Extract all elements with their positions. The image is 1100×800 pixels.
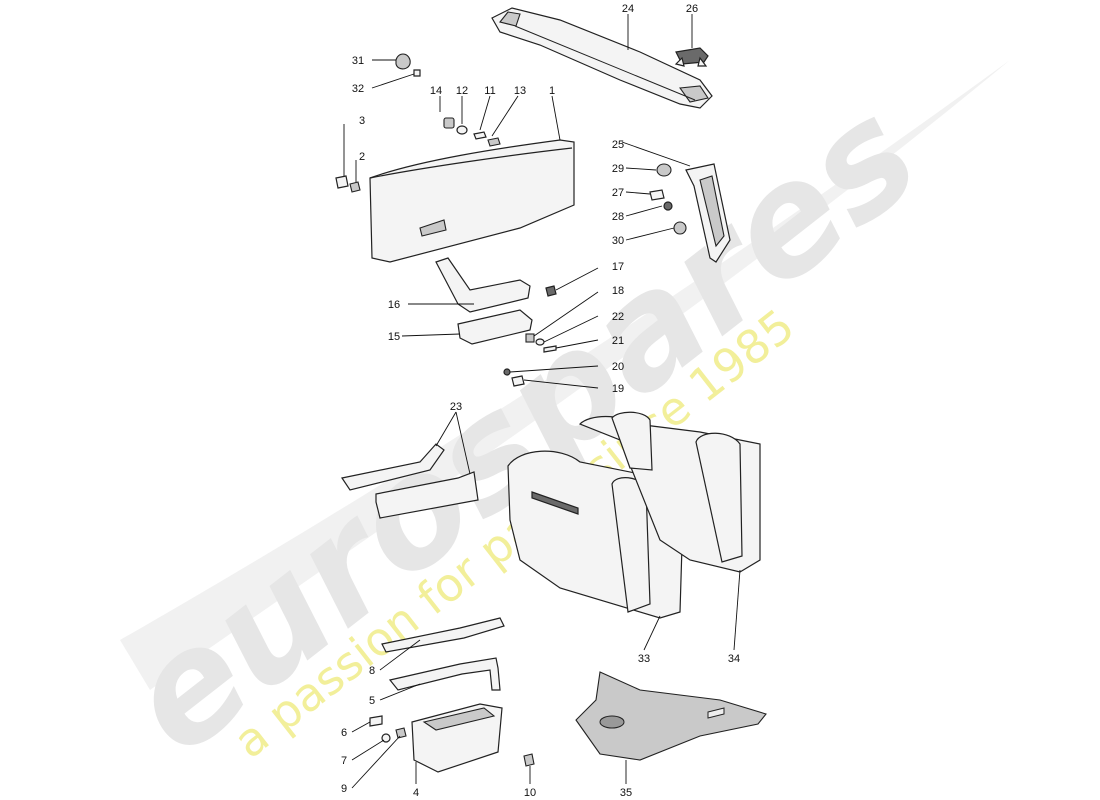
callout-label-1: 1 — [549, 85, 555, 97]
callout-label-31: 31 — [352, 55, 364, 67]
callout-label-21: 21 — [612, 335, 624, 347]
callout-label-33: 33 — [638, 653, 650, 665]
callout-label-9: 9 — [341, 783, 347, 795]
callout-label-26: 26 — [686, 3, 698, 15]
part-23-sill-trim — [341, 443, 479, 519]
part-21-screw — [543, 345, 557, 353]
callout-label-6: 6 — [341, 727, 347, 739]
callout-label-14: 14 — [430, 85, 442, 97]
part-4-glove-box — [411, 703, 503, 773]
part-24-roof-rail — [491, 7, 713, 109]
part-34-seat-back — [578, 411, 761, 573]
callout-label-29: 29 — [612, 163, 624, 175]
part-20-washer — [503, 368, 511, 376]
part-shapes — [335, 7, 767, 773]
part-22-washer — [535, 338, 545, 346]
part-17-clip — [545, 285, 557, 297]
part-28-washer — [663, 201, 673, 211]
part-31-knob — [395, 53, 411, 70]
part-35-rear-carpet — [575, 671, 767, 761]
callout-labels: 24 26 31 32 14 12 11 13 1 3 2 25 29 27 2… — [341, 3, 740, 799]
part-5-frame — [388, 657, 501, 691]
part-9-clip — [395, 727, 407, 739]
callout-label-32: 32 — [352, 83, 364, 95]
callout-label-20: 20 — [612, 361, 624, 373]
callout-label-19: 19 — [612, 383, 624, 395]
part-32-screw — [413, 69, 421, 77]
callout-label-35: 35 — [620, 787, 632, 799]
part-6-screw — [369, 715, 383, 727]
watermark-swoosh — [120, 60, 1010, 690]
part-27-clip — [649, 189, 665, 201]
part-10-clip — [523, 753, 535, 767]
callout-label-27: 27 — [612, 187, 624, 199]
part-14-nut — [443, 117, 455, 129]
callout-label-25: 25 — [612, 139, 624, 151]
callout-label-22: 22 — [612, 311, 624, 323]
part-3-pin — [335, 175, 349, 189]
callout-label-18: 18 — [612, 285, 624, 297]
callout-label-30: 30 — [612, 235, 624, 247]
callout-label-3: 3 — [359, 115, 365, 127]
callout-label-17: 17 — [612, 261, 624, 273]
callout-label-4: 4 — [413, 787, 419, 799]
part-16-armrest — [435, 257, 531, 313]
part-11-screw — [473, 131, 487, 140]
part-12-washer — [456, 125, 468, 135]
leader-lines — [343, 14, 741, 789]
callout-label-28: 28 — [612, 211, 624, 223]
part-8-shelf — [381, 617, 505, 653]
callout-label-7: 7 — [341, 755, 347, 767]
part-1-door-panel — [369, 139, 575, 263]
part-25-pillar-trim — [685, 163, 731, 263]
part-29-cap — [656, 163, 672, 177]
part-15-pocket — [457, 309, 533, 345]
callout-label-34: 34 — [728, 653, 740, 665]
callout-label-16: 16 — [388, 299, 400, 311]
part-33-seat-back — [507, 450, 685, 619]
callout-label-8: 8 — [369, 665, 375, 677]
callout-label-23: 23 — [450, 401, 462, 413]
callout-label-15: 15 — [388, 331, 400, 343]
part-13-plug — [487, 137, 501, 147]
part-26-clip — [674, 47, 709, 67]
part-30-cap — [673, 221, 687, 235]
callout-label-11: 11 — [484, 85, 495, 97]
part-18-nut — [525, 333, 535, 343]
callout-label-2: 2 — [359, 151, 365, 163]
part-2-cap — [349, 181, 361, 193]
callout-label-5: 5 — [369, 695, 375, 707]
callout-label-24: 24 — [622, 3, 634, 15]
callout-label-10: 10 — [524, 787, 536, 799]
part-19-screw — [511, 375, 525, 387]
callout-label-13: 13 — [514, 85, 526, 97]
callout-label-12: 12 — [456, 85, 468, 97]
